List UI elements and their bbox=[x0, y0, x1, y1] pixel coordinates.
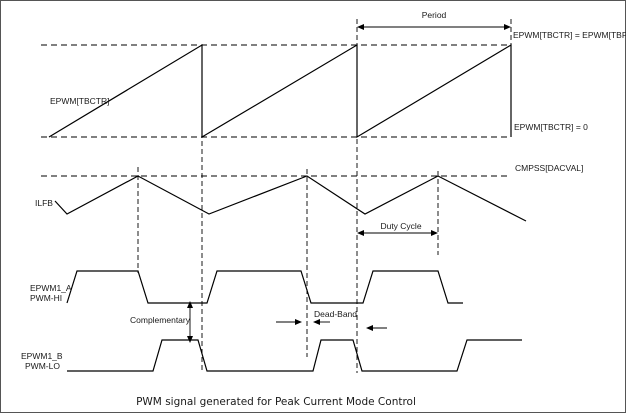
period-arrow bbox=[357, 24, 511, 30]
duty-cycle-label: Duty Cycle bbox=[380, 221, 421, 231]
tbctr-sawtooth-waveform bbox=[48, 43, 512, 139]
dead-band-arrows bbox=[276, 319, 387, 331]
epwm-b-waveform bbox=[67, 339, 522, 372]
epwm-b-signal-label: EPWM1_B bbox=[21, 351, 63, 361]
tbctr-max-label: EPWM[TBCTR] = EPWM[TBPRD] bbox=[513, 30, 626, 40]
tbctr-signal-label: EPWM[TBCTR] bbox=[50, 96, 110, 106]
ilfb-signal-label: ILFB bbox=[35, 198, 53, 208]
complementary-arrow bbox=[187, 301, 193, 343]
epwm-a-signal-label: EPWM1_A bbox=[30, 283, 72, 293]
epwm-b-signal-sublabel: PWM-LO bbox=[25, 361, 60, 371]
period-label: Period bbox=[422, 10, 447, 20]
cmpss-label: CMPSS[DACVAL] bbox=[515, 163, 583, 173]
tbctr-zero-label: EPWM[TBCTR] = 0 bbox=[514, 122, 588, 132]
duty-cycle-arrow bbox=[357, 230, 438, 236]
ilfb-current-waveform bbox=[54, 175, 527, 222]
figure-caption: PWM signal generated for Peak Current Mo… bbox=[136, 396, 416, 408]
epwm-a-signal-sublabel: PWM-HI bbox=[30, 293, 62, 303]
complementary-label: Complementary bbox=[130, 315, 191, 325]
dead-band-label: Dead-Band bbox=[314, 309, 357, 319]
epwm-a-waveform bbox=[66, 270, 463, 304]
